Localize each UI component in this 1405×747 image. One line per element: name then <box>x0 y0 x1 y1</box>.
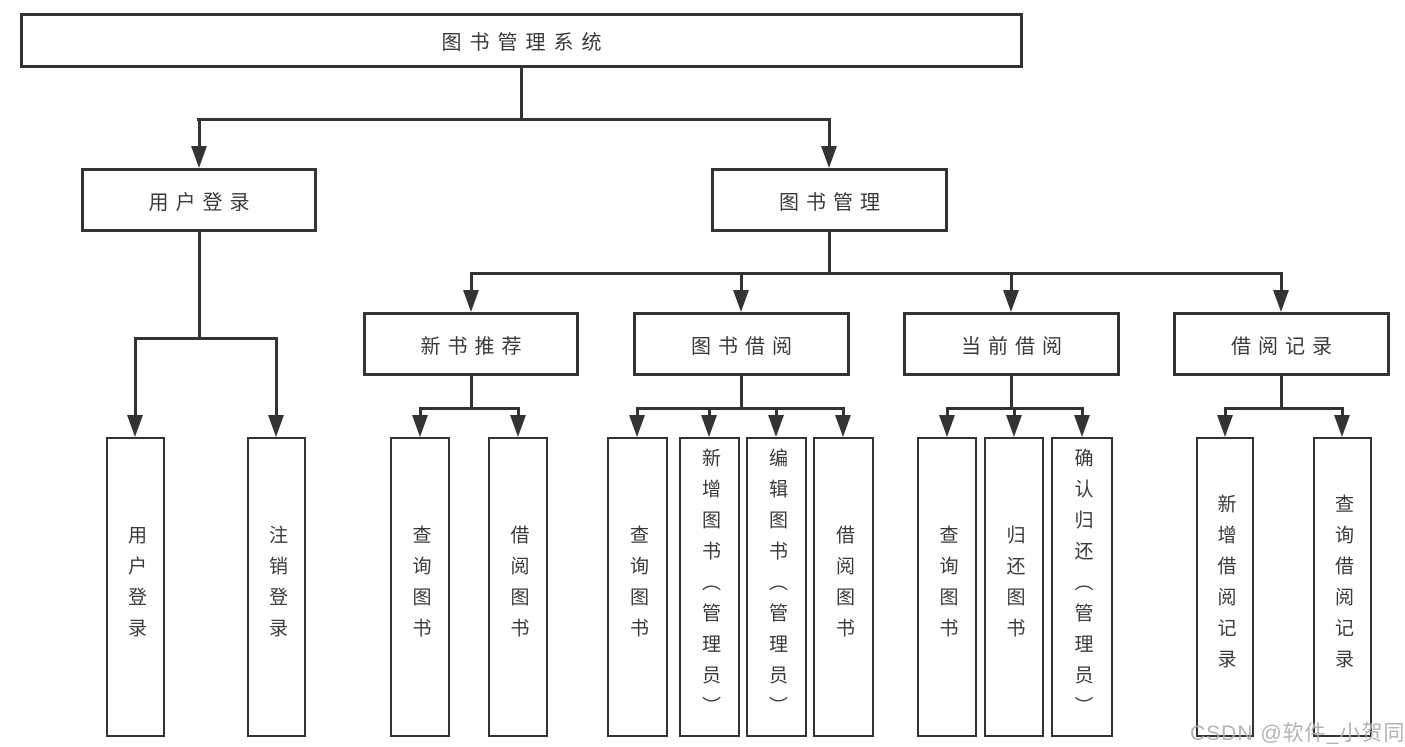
leaf-current-query-books: 查询图书 <box>917 437 977 737</box>
connector-line <box>740 272 743 292</box>
connector-line <box>1010 272 1013 292</box>
connector-line <box>1010 376 1013 407</box>
arrow-down-icon <box>1003 290 1019 312</box>
leaf-borrowing-add-books-admin: 新增图书（管理员） <box>679 437 740 737</box>
connector-line <box>419 407 422 417</box>
leaf-logout: 注销登录 <box>247 437 306 737</box>
arrow-down-icon <box>835 415 851 437</box>
arrow-down-icon <box>1273 290 1289 312</box>
connector-line <box>520 68 523 118</box>
arrow-down-icon <box>821 146 837 168</box>
connector-line <box>828 232 831 272</box>
node-book-management: 图书管理 <box>711 168 948 232</box>
arrow-down-icon <box>1334 415 1350 437</box>
leaf-current-confirm-return-admin: 确认归还（管理员） <box>1051 437 1113 737</box>
connector-line <box>470 272 473 292</box>
leaf-recommend-query-books: 查询图书 <box>390 437 450 737</box>
connector-line <box>470 272 1283 275</box>
connector-line <box>517 407 520 417</box>
arrow-down-icon <box>1006 415 1022 437</box>
arrow-down-icon <box>412 415 428 437</box>
connector-line <box>1280 376 1283 407</box>
connector-line <box>419 407 520 410</box>
connector-line <box>197 118 831 121</box>
connector-line <box>1280 272 1283 292</box>
connector-line <box>740 376 743 407</box>
leaf-records-add-record: 新增借阅记录 <box>1196 437 1254 737</box>
leaf-borrowing-query-books: 查询图书 <box>607 437 668 737</box>
connector-line <box>275 337 278 417</box>
arrow-down-icon <box>463 290 479 312</box>
arrow-down-icon <box>939 415 955 437</box>
node-user-login: 用户登录 <box>81 168 317 232</box>
arrow-down-icon <box>127 415 143 437</box>
connector-line <box>636 407 845 410</box>
connector-line <box>1224 407 1227 417</box>
leaf-borrowing-borrow-books: 借阅图书 <box>813 437 874 737</box>
node-current-borrowing: 当前借阅 <box>903 312 1120 376</box>
leaf-user-login: 用户登录 <box>106 437 165 737</box>
connector-line <box>946 407 949 417</box>
connector-line <box>828 118 831 148</box>
arrow-down-icon <box>268 415 284 437</box>
connector-line <box>1341 407 1344 417</box>
connector-line <box>842 407 845 417</box>
node-new-book-recommend: 新书推荐 <box>363 312 579 376</box>
connector-line <box>470 376 473 407</box>
arrow-down-icon <box>510 415 526 437</box>
connector-line <box>198 118 201 148</box>
arrow-down-icon <box>629 415 645 437</box>
connector-line <box>134 337 137 417</box>
arrow-down-icon <box>733 290 749 312</box>
connector-line <box>134 337 278 340</box>
arrow-down-icon <box>768 415 784 437</box>
leaf-borrowing-edit-books-admin: 编辑图书（管理员） <box>746 437 807 737</box>
arrow-down-icon <box>701 415 717 437</box>
connector-line <box>1224 407 1344 410</box>
arrow-down-icon <box>191 146 207 168</box>
leaf-records-query-record: 查询借阅记录 <box>1313 437 1372 737</box>
leaf-recommend-borrow-books: 借阅图书 <box>488 437 548 737</box>
node-library-management-system: 图书管理系统 <box>20 13 1023 68</box>
connector-line <box>1013 407 1016 417</box>
connector-line <box>708 407 711 417</box>
connector-line <box>636 407 639 417</box>
watermark: CSDN @软件_小贺同学 <box>1190 722 1405 745</box>
connector-line <box>198 232 201 337</box>
node-book-borrowing: 图书借阅 <box>633 312 850 376</box>
connector-line <box>1081 407 1084 417</box>
arrow-down-icon <box>1074 415 1090 437</box>
arrow-down-icon <box>1217 415 1233 437</box>
connector-line <box>775 407 778 417</box>
node-borrowing-records: 借阅记录 <box>1173 312 1390 376</box>
leaf-current-return-books: 归还图书 <box>984 437 1044 737</box>
